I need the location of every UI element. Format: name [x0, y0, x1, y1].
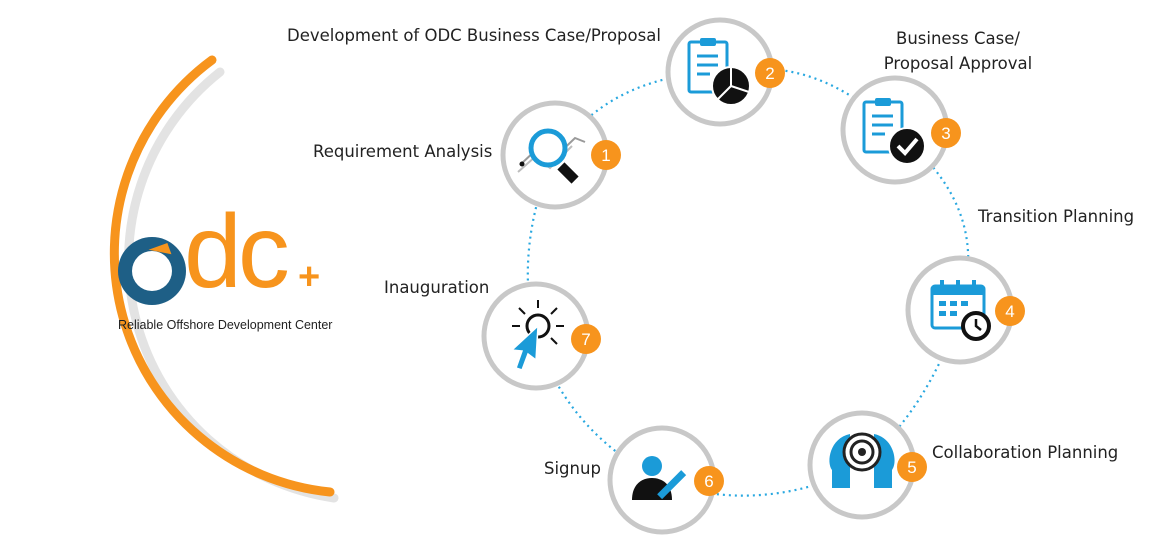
step-5-number: 5 [907, 458, 916, 477]
step-7-label: Inauguration [384, 278, 490, 297]
step-3-node: 3 [840, 75, 961, 185]
logo-o-ring [118, 237, 186, 305]
step-4-number: 4 [1005, 302, 1014, 321]
step-5-badge [897, 452, 927, 482]
step-6-node: 6 [607, 425, 724, 535]
user-pen-icon [632, 456, 687, 500]
step-7-badge [571, 324, 601, 354]
step-6-badge [694, 466, 724, 496]
step-4-node: 4 [905, 255, 1025, 365]
step-1-node: 1 [500, 100, 621, 210]
step-1-number: 1 [601, 146, 610, 165]
step-6-number: 6 [704, 472, 713, 491]
step-3-number: 3 [941, 124, 950, 143]
step-2-node: 2 [665, 17, 785, 127]
logo-plus: + [298, 256, 321, 298]
clipboard-pie-chart-icon [687, 38, 751, 106]
step-4-label: Transition Planning [978, 207, 1135, 226]
clipboard-check-icon [862, 98, 926, 165]
logo-tagline: Reliable Offshore Development Center [118, 318, 333, 332]
step-5-label: Collaboration Planning [932, 443, 1119, 462]
step-3-label-line-1: Business Case/ [896, 29, 1020, 48]
step-7-node: 7 [481, 281, 601, 391]
step-3-label: Business Case/ Proposal Approval [884, 26, 1033, 76]
cursor-click-icon [510, 300, 564, 371]
step-2-label: Development of ODC Business Case/Proposa… [287, 26, 661, 45]
step-2-badge [755, 58, 785, 88]
logo-arc [109, 55, 335, 497]
step-3-badge [931, 118, 961, 148]
step-5-node: 5 [807, 410, 927, 520]
calendar-clock-icon [930, 280, 991, 341]
step-1-badge [591, 140, 621, 170]
heads-gear-icon [829, 432, 895, 488]
step-2-number: 2 [765, 64, 774, 83]
step-1-label: Requirement Analysis [313, 142, 493, 161]
step-4-badge [995, 296, 1025, 326]
magnifier-chart-icon [517, 128, 586, 184]
step-6-label: Signup [544, 459, 601, 478]
step-7-number: 7 [581, 330, 590, 349]
logo-wordmark: dc [184, 194, 290, 310]
step-3-label-line-2: Proposal Approval [883, 54, 1033, 73]
